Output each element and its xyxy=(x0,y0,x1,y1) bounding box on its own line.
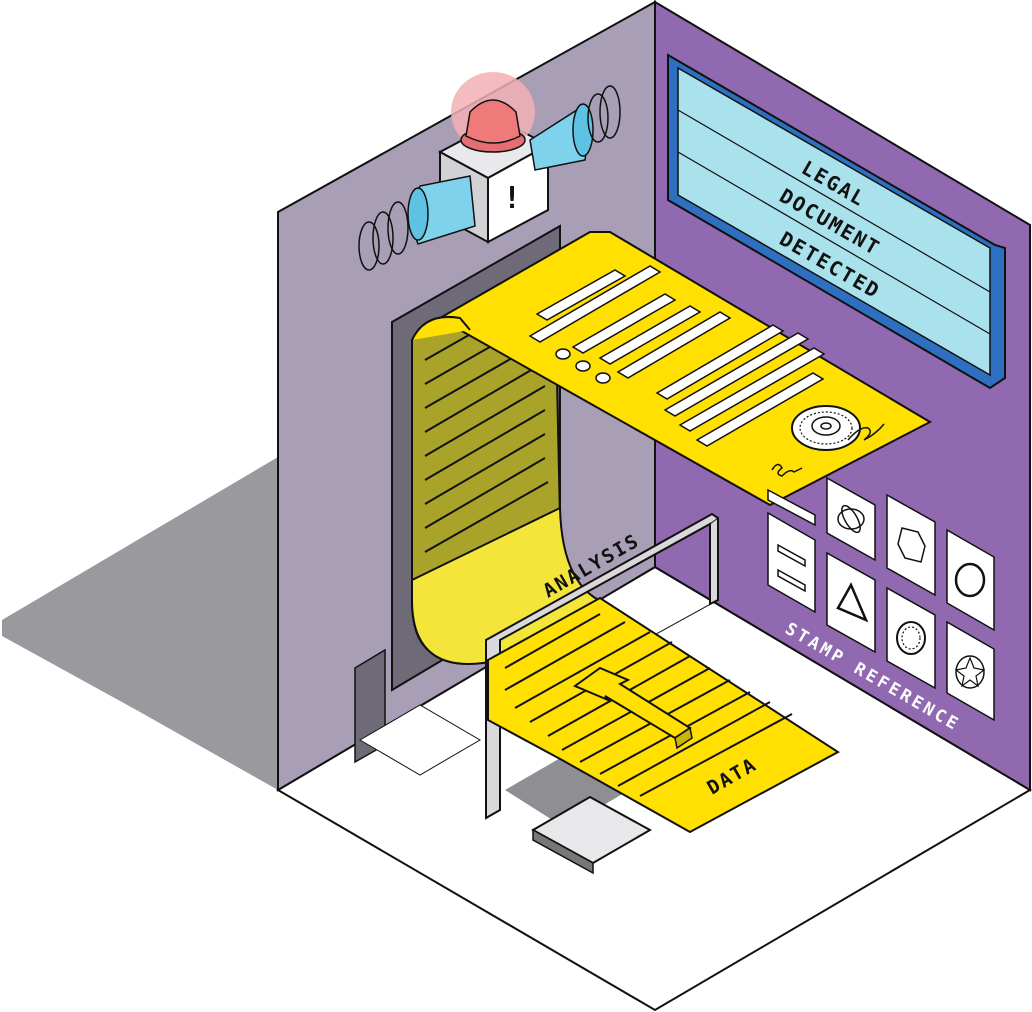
monitor-base-side xyxy=(532,828,594,875)
stamp-card-octagon xyxy=(886,493,936,597)
speaker-right-icon xyxy=(529,85,621,171)
floor-shadow xyxy=(2,457,278,790)
upward-arrow-icon xyxy=(572,666,693,750)
stamp-card-1 xyxy=(767,488,816,527)
triangle-icon xyxy=(836,582,869,623)
speaker-left-icon xyxy=(358,175,476,271)
bars-icon xyxy=(777,543,806,568)
signature-mark xyxy=(771,463,803,477)
siren-light-icon xyxy=(465,99,521,144)
circle-icon xyxy=(954,562,986,598)
floor-light-patch xyxy=(359,704,481,776)
stamp-reference-grid xyxy=(767,476,995,722)
paper-top-curl xyxy=(411,316,471,341)
alarm-exclamation: ! xyxy=(503,181,523,216)
signature-flourish xyxy=(847,423,885,441)
stamp-card-ring xyxy=(886,586,936,690)
ring-icon xyxy=(896,621,926,655)
legal-document-sign: LEGAL DOCUMENT DETECTED xyxy=(667,53,1006,390)
stamp-card-circle xyxy=(946,528,995,632)
document-seal-icon xyxy=(791,405,861,451)
document-bullet-dots xyxy=(555,348,611,384)
alarm-device: ! xyxy=(437,72,551,244)
octagon-icon xyxy=(897,527,926,563)
stamp-card-triangle xyxy=(826,551,876,654)
stamp-card-bars xyxy=(767,511,816,614)
monitor-frame xyxy=(485,512,719,820)
star-icon xyxy=(954,656,986,688)
stamp-card-orbit xyxy=(826,476,876,562)
stamp-card-star xyxy=(946,620,995,722)
document-text-bars xyxy=(528,265,826,447)
